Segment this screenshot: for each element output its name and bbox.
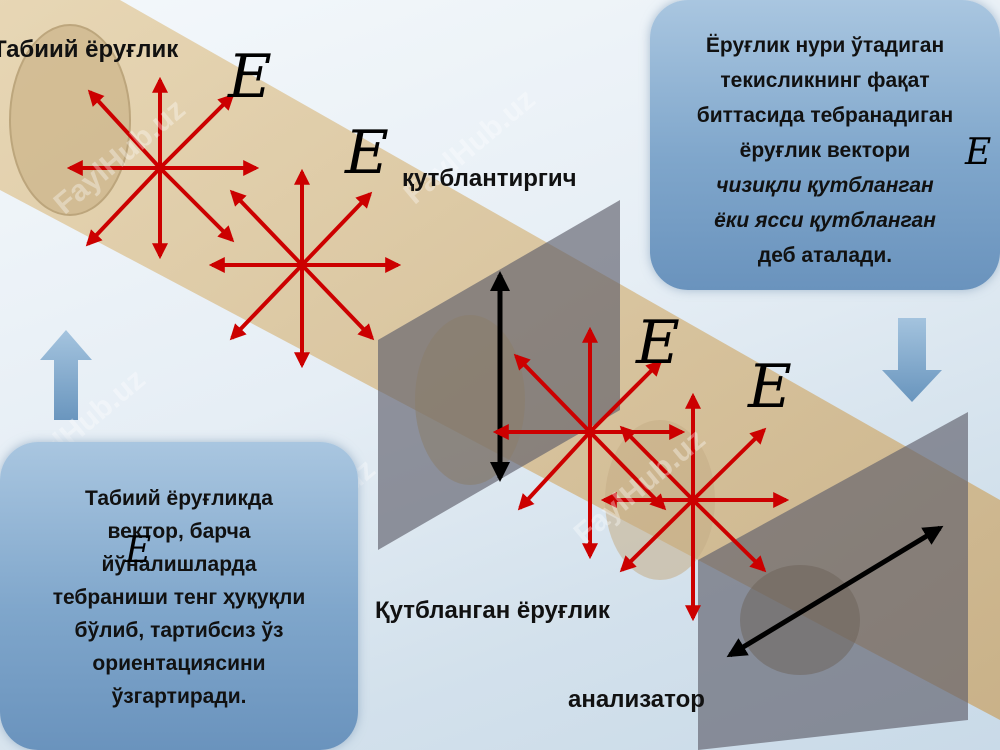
info-text-line: йўналишларда — [101, 553, 257, 576]
natural-light-label: Табиий ёруғлик — [0, 36, 179, 63]
info-text-line: Табиий ёруғликда — [85, 487, 273, 510]
e-vector-symbol: E — [748, 352, 792, 422]
info-box-polarized: Ёруғлик нури ўтадиган текисликнинг фақат… — [650, 0, 1000, 290]
natural-light-vectors-1 — [66, 76, 260, 260]
info-text-line: чизиқли қутбланган — [716, 174, 934, 197]
info-text-line: вектор, барча — [107, 520, 251, 543]
analyzer-axis-arrow — [726, 525, 944, 658]
info-text-line: тебраниши тенг ҳуқуқли — [52, 586, 306, 609]
info-text-line: Ёруғлик нури ўтадиган — [705, 34, 945, 57]
polarized-light-label: Қутбланган ёруғлик — [375, 597, 610, 624]
info-text-line: ориентациясини — [92, 652, 266, 675]
info-text-line: ёруғлик вектори — [739, 139, 911, 162]
e-vector-symbol: E — [636, 308, 680, 378]
info-text-line: текисликнинг фақат — [720, 69, 930, 92]
e-vector-symbol: E — [228, 42, 272, 112]
up-arrow-icon — [40, 330, 92, 420]
info-text-line: деб аталади. — [757, 244, 893, 267]
info-box-natural: Табиий ёруғликда вектор, барча йўналишла… — [0, 442, 358, 750]
e-vector-symbol: E — [345, 118, 389, 188]
beam-cross-section-3 — [740, 565, 860, 675]
analyzer-label: анализатор — [568, 686, 705, 713]
info-text-line: ўзгартиради. — [111, 685, 247, 708]
polarizer-label: қутблантиргич — [402, 165, 577, 192]
info-text-line: биттасида тебранадиган — [696, 104, 954, 127]
info-text-line: бўлиб, тартибсиз ўз — [74, 619, 284, 642]
natural-light-vectors-4 — [600, 392, 790, 622]
natural-light-vectors-2 — [208, 168, 402, 369]
down-arrow-icon — [882, 318, 942, 402]
e-vector-symbol: E — [125, 530, 152, 571]
info-text-line: ёки ясси қутбланган — [714, 209, 936, 232]
beam-cross-section-2 — [415, 315, 525, 485]
natural-light-vectors-3 — [492, 326, 686, 560]
e-vector-symbol: E — [965, 132, 992, 173]
